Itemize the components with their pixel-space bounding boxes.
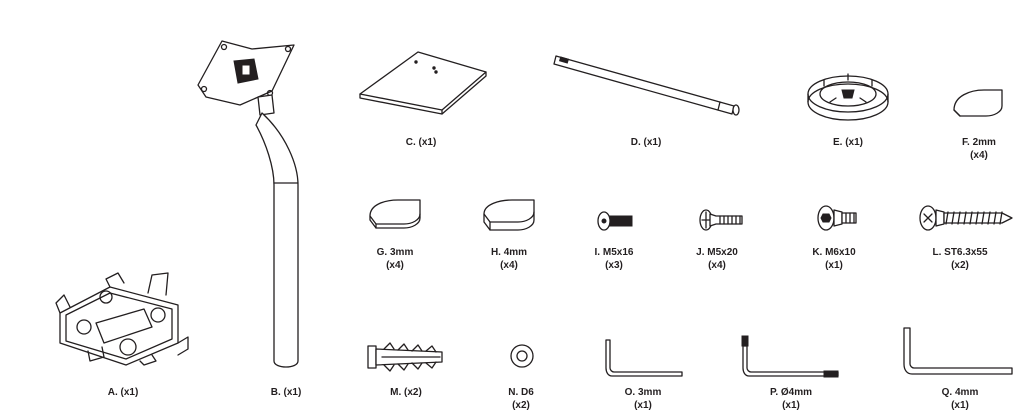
label-g: G. 3mm (x4) (340, 246, 450, 272)
label-p: P. Ø4mm (x1) (736, 386, 846, 412)
washer-icon (510, 344, 534, 368)
base-plate-icon (359, 51, 487, 115)
label-f: F. 2mm (x4) (924, 136, 1025, 162)
part-g-qty: (x4) (386, 260, 404, 271)
rod-icon (553, 55, 740, 116)
part-a-name: A. (x1) (107, 387, 139, 398)
label-c: C. (x1) (366, 136, 476, 149)
label-o: O. 3mm (x1) (588, 386, 698, 412)
part-l-qty: (x2) (951, 260, 969, 271)
label-n: N. D6 (x2) (466, 386, 576, 412)
part-f-name: F. 2mm (962, 137, 996, 148)
label-l: L. ST6.3x55 (x2) (905, 246, 1015, 272)
part-j-qty: (x4) (708, 260, 726, 271)
hex-socket-screw-icon (817, 205, 857, 231)
star-key-icon (741, 335, 839, 378)
label-h: H. 4mm (x4) (454, 246, 564, 272)
label-b: B. (x1) (231, 386, 341, 399)
flat-head-screw-icon (597, 211, 633, 231)
spacer-pad-icon (953, 89, 1003, 117)
part-i-qty: (x3) (605, 260, 623, 271)
spacer-pad-icon (483, 199, 535, 231)
label-q: Q. 4mm (x1) (905, 386, 1015, 412)
part-q-name: Q. 4mm (941, 387, 979, 398)
part-b-name: B. (x1) (270, 387, 302, 398)
hex-key-icon (605, 339, 683, 377)
wood-screw-icon (919, 205, 1013, 231)
part-d-name: D. (x1) (630, 137, 662, 148)
wall-plug-anchor-icon (367, 342, 443, 372)
countersunk-screw-icon (699, 209, 743, 231)
part-m-name: M. (x2) (390, 387, 422, 398)
part-k-name: K. M6x10 (812, 247, 856, 258)
part-n-qty: (x2) (512, 400, 530, 411)
hex-key-icon (903, 327, 1013, 375)
part-q-qty: (x1) (951, 400, 969, 411)
part-p-qty: (x1) (782, 400, 800, 411)
part-c-name: C. (x1) (405, 137, 437, 148)
label-m: M. (x2) (351, 386, 461, 399)
part-o-name: O. 3mm (624, 387, 662, 398)
curved-pole-icon (197, 40, 299, 368)
part-p-name: P. Ø4mm (769, 387, 813, 398)
part-h-name: H. 4mm (490, 247, 528, 258)
spacer-pad-icon (369, 199, 421, 229)
part-i-name: I. M5x16 (594, 247, 634, 258)
label-e: E. (x1) (793, 136, 903, 149)
label-k: K. M6x10 (x1) (779, 246, 889, 272)
part-o-qty: (x1) (634, 400, 652, 411)
part-h-qty: (x4) (500, 260, 518, 271)
tablet-holder-bracket-icon (55, 272, 189, 366)
part-n-name: N. D6 (508, 387, 534, 398)
part-e-name: E. (x1) (832, 137, 863, 148)
label-i: I. M5x16 (x3) (559, 246, 669, 272)
part-j-name: J. M5x20 (696, 247, 738, 258)
label-j: J. M5x20 (x4) (662, 246, 772, 272)
part-l-name: L. ST6.3x55 (932, 247, 988, 258)
round-mount-ring-icon (807, 73, 889, 121)
part-g-name: G. 3mm (376, 247, 414, 258)
label-a: A. (x1) (68, 386, 178, 399)
label-d: D. (x1) (591, 136, 701, 149)
part-k-qty: (x1) (825, 260, 843, 271)
part-f-qty: (x4) (970, 150, 988, 161)
